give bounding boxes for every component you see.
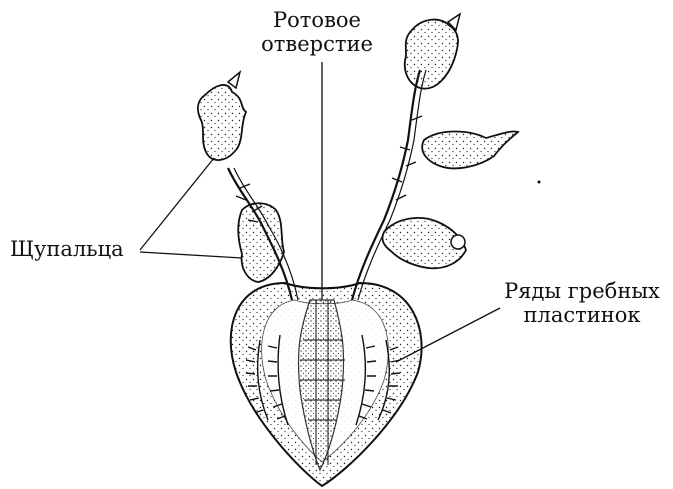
comb-rows-label-line-2: пластинок xyxy=(492,303,672,327)
tentacle-right xyxy=(352,14,518,300)
tentacle-left xyxy=(198,72,298,300)
leader-tentacles-lower xyxy=(140,252,242,258)
mouth-label-line-2: отверстие xyxy=(252,32,382,56)
comb-rows-label: Ряды гребных пластинок xyxy=(492,279,672,327)
tentacles-label: Щупальца xyxy=(10,237,124,261)
mouth-label: Ротовое отверстие xyxy=(252,8,382,56)
stray-dot xyxy=(538,181,541,184)
comb-rows-label-line-1: Ряды гребных xyxy=(492,279,672,303)
leader-tentacles-upper xyxy=(140,158,214,250)
mouth-label-line-1: Ротовое xyxy=(252,8,382,32)
